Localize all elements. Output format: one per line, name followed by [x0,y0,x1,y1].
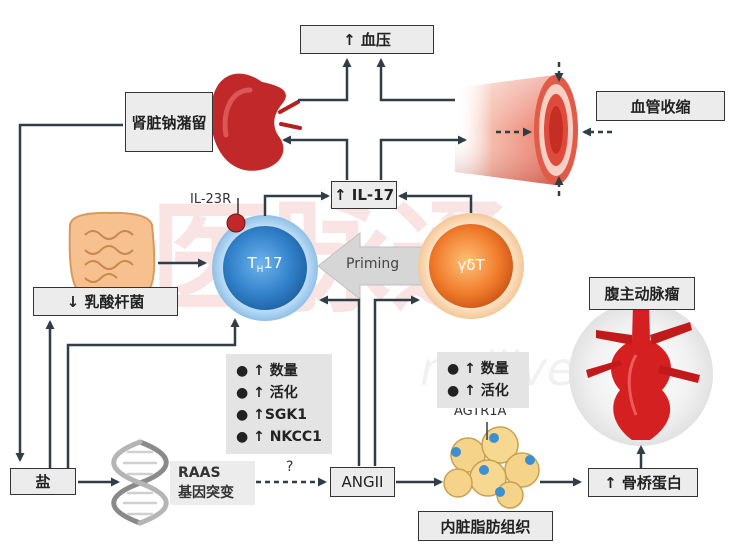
arrow-vessel-bp [376,58,455,102]
raas-block: RAAS 基因突变 [170,461,255,505]
angii-box: ANGII [330,467,395,497]
gdt-cell [418,213,524,319]
raas-line1: RAAS [178,465,221,481]
il17-box: ↑ IL-17 [331,181,397,209]
arrow-renal-salt [15,123,123,462]
aortic-aneurysm-label: 腹主动脉瘤 [604,285,680,303]
angii-label: ANGII [341,473,384,491]
vasoconstriction-label: 血管收缩 [630,97,691,116]
th17-cell [212,215,318,321]
th17-main: T [247,254,257,272]
blood-pressure-box: ↑ 血压 [300,25,434,54]
arrow-th17-il17 [263,191,330,216]
th17-effect-item: ● ↑SGK1 [236,407,307,423]
blood-vessel-illustration [455,75,578,185]
gdt-effect-item: ● ↑ 活化 [447,383,509,399]
visceral-fat-label: 内脏脂肪组织 [440,517,531,536]
th17-num: 17 [263,254,283,272]
vasoconstriction-box: 血管收缩 [596,91,725,121]
il23r-label: IL-23R [190,192,232,207]
th17-label: TH17 [240,254,290,275]
osteopontin-label: ↑ 骨桥蛋白 [604,474,682,492]
visceral-fat-box: 内脏脂肪组织 [418,511,553,541]
th17-effect-item: ● ↑ NKCC1 [236,429,322,445]
il23r-receptor [226,213,246,233]
th17-effects-list: ● ↑ 数量 ● ↑ 活化 ● ↑SGK1 ● ↑ NKCC1 [226,354,332,454]
arrow-kidney-bp [298,58,352,102]
th17-effect-item: ● ↑ 数量 [236,363,298,379]
arrow-angii-gdt [373,295,420,466]
arrow-il17-kidney [282,135,349,180]
unknown-link-mark: ? [286,459,294,475]
renal-sodium-box: 肾脏钠潴留 [125,92,213,152]
arrow-angii-th17 [319,295,361,466]
aortic-aneurysm-box: 腹主动脉瘤 [589,277,695,310]
dna-illustration [111,439,169,526]
il17-label: ↑ IL-17 [333,186,395,204]
gdt-effect-item: ● ↑ 数量 [447,361,509,377]
arrow-gdt-il17 [398,191,473,213]
arrow-salt-th17 [66,318,240,470]
aneurysm-illustration [569,302,713,446]
priming-label: Priming [346,256,400,272]
raas-line2: 基因突变 [178,485,234,501]
adipose-illustration [443,426,540,509]
th17-effect-item: ● ↑ 活化 [236,385,298,401]
kidney-illustration [210,73,302,171]
salt-label: 盐 [35,473,51,491]
salt-box: 盐 [10,468,76,495]
constriction-arrows [496,62,612,196]
arrows [15,58,646,487]
arrow-il17-vessel [379,135,467,180]
renal-sodium-label: 肾脏钠潴留 [131,113,207,132]
blood-pressure-label: ↑ 血压 [343,31,391,49]
lactobacillus-box: ↓ 乳酸杆菌 [33,287,178,316]
gdt-effects-list: ● ↑ 数量 ● ↑ 活化 [437,352,529,408]
intestine-illustration [68,211,156,291]
gdt-label: γδT [457,256,485,274]
osteopontin-box: ↑ 骨桥蛋白 [588,468,698,497]
lactobacillus-label: ↓ 乳酸杆菌 [66,293,145,311]
th17-sub: H [256,265,264,275]
